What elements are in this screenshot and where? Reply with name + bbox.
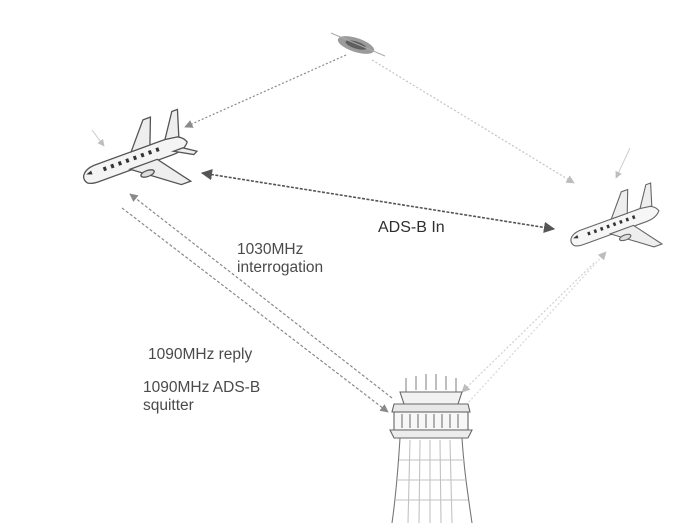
tower-to-right-aircraft-link bbox=[465, 251, 607, 406]
squitter-word-text: squitter bbox=[143, 397, 194, 414]
adsb-in-label: ADS-B In bbox=[378, 219, 445, 236]
interrogation-link bbox=[121, 207, 389, 413]
control-tower-icon bbox=[389, 374, 473, 523]
interrogation-freq-text: 1030MHz bbox=[237, 241, 304, 258]
incoming-arrow-left bbox=[91, 129, 105, 147]
incoming-arrow-right bbox=[615, 147, 631, 179]
right-aircraft-to-tower-link bbox=[461, 262, 595, 393]
interrogation-label: 1030MHz interrogation bbox=[237, 241, 323, 277]
reply-link bbox=[129, 193, 393, 399]
left-aircraft-icon bbox=[83, 108, 199, 186]
satellite-icon bbox=[330, 32, 386, 57]
link-satellite-to-right-aircraft bbox=[371, 59, 575, 184]
link-satellite-to-left-aircraft bbox=[184, 54, 347, 128]
squitter-freq-text: 1090MHz ADS-B bbox=[143, 379, 261, 396]
adsb-in-link bbox=[200, 169, 556, 233]
reply-label: 1090MHz reply bbox=[148, 346, 253, 363]
interrogation-word-text: interrogation bbox=[237, 259, 324, 276]
squitter-label: 1090MHz ADS-B squitter bbox=[143, 379, 260, 415]
right-aircraft-icon bbox=[570, 182, 664, 248]
